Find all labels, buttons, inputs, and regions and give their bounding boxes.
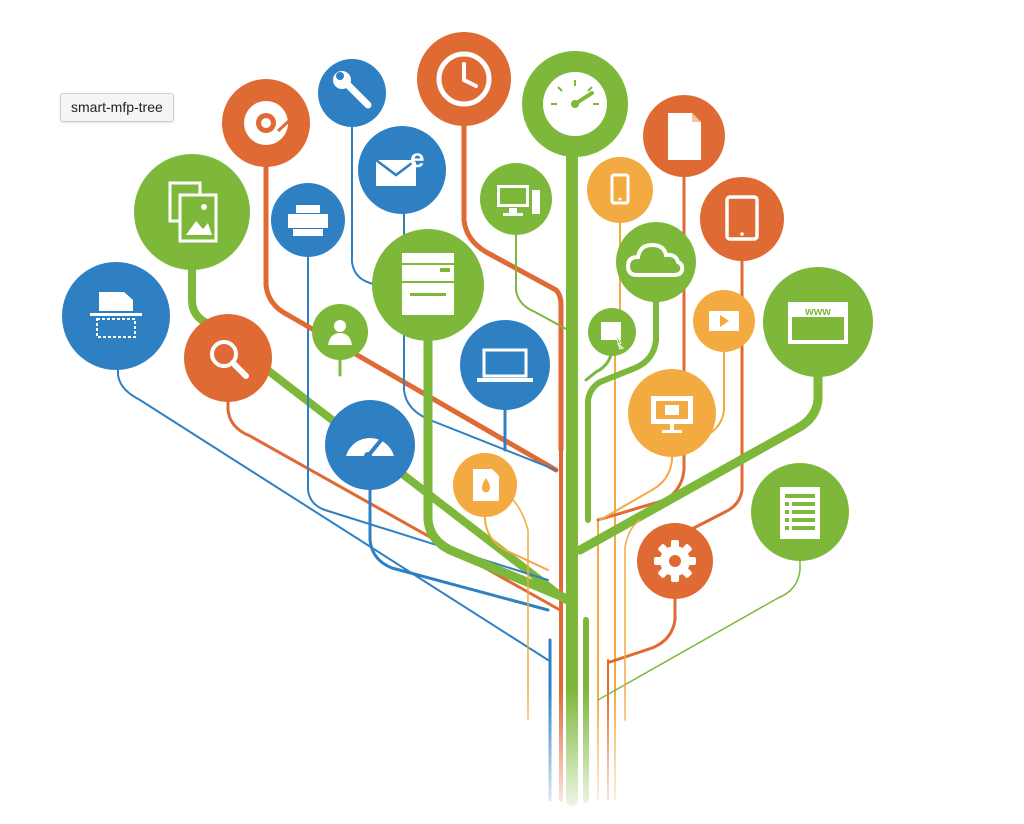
documents-images-icon bbox=[168, 181, 218, 243]
smartphone-icon bbox=[610, 173, 630, 205]
node-touch-screen bbox=[588, 308, 636, 356]
tablet-icon bbox=[725, 195, 759, 241]
node-gauge bbox=[325, 400, 415, 490]
node-laptop bbox=[460, 320, 550, 410]
node-ink-drop bbox=[453, 453, 517, 517]
branch-disc bbox=[263, 121, 559, 473]
node-cloud bbox=[616, 222, 696, 302]
node-mfp-copier bbox=[372, 229, 484, 341]
node-clock bbox=[417, 32, 511, 126]
ink-drop-icon bbox=[473, 469, 499, 501]
node-documents-images bbox=[134, 154, 250, 270]
branch-mfp bbox=[423, 280, 575, 605]
node-document bbox=[643, 95, 725, 177]
node-video bbox=[693, 290, 755, 352]
report-list-icon bbox=[780, 487, 820, 539]
tree-nodes: e bbox=[62, 32, 873, 599]
node-settings-gear bbox=[637, 523, 713, 599]
settings-gear-icon bbox=[654, 540, 696, 582]
branch-report bbox=[597, 511, 801, 701]
gauge-icon bbox=[346, 432, 394, 460]
branch-presentation bbox=[599, 413, 673, 521]
svg-text:e: e bbox=[410, 143, 424, 173]
touch-screen-icon bbox=[601, 322, 625, 350]
node-report-list bbox=[751, 463, 849, 561]
branch-wrench bbox=[351, 93, 396, 291]
monitor-icon bbox=[497, 185, 540, 216]
printer-icon bbox=[288, 205, 328, 236]
node-smartphone bbox=[587, 157, 653, 223]
branch-gear-extra bbox=[624, 519, 641, 721]
user-icon bbox=[328, 320, 352, 345]
branch-tablet bbox=[688, 218, 744, 532]
svg-text:www: www bbox=[804, 306, 831, 318]
node-printer bbox=[271, 183, 345, 257]
node-speedometer bbox=[522, 51, 628, 157]
node-presentation-display bbox=[628, 369, 716, 457]
branch-ink bbox=[484, 484, 549, 571]
presentation-display-icon bbox=[651, 396, 693, 433]
branch-search bbox=[226, 358, 562, 612]
branch-clock bbox=[461, 77, 564, 453]
branch-web bbox=[575, 315, 823, 555]
branch-monitor bbox=[515, 199, 569, 331]
node-disc bbox=[222, 79, 310, 167]
branch-cloud bbox=[585, 259, 659, 523]
node-user bbox=[312, 304, 368, 360]
clock-icon bbox=[436, 51, 492, 107]
node-wrench bbox=[318, 59, 386, 127]
node-tablet bbox=[700, 177, 784, 261]
disc-icon bbox=[244, 101, 296, 145]
node-web-browser: www bbox=[763, 267, 873, 377]
branch-scan bbox=[117, 317, 549, 661]
node-monitor bbox=[480, 163, 552, 235]
trunk-fade-overlay bbox=[500, 690, 660, 824]
branch-gear bbox=[608, 558, 677, 664]
node-email: e bbox=[358, 126, 446, 214]
node-scan-document bbox=[62, 262, 170, 370]
branch-gauge bbox=[368, 444, 550, 612]
document-icon bbox=[668, 113, 701, 160]
scan-document-icon bbox=[90, 292, 142, 338]
web-browser-icon: www bbox=[788, 302, 848, 344]
branch-printer bbox=[307, 221, 549, 581]
image-title-tooltip: smart-mfp-tree bbox=[60, 93, 174, 122]
wrench-icon bbox=[333, 71, 372, 109]
speedometer-icon bbox=[543, 72, 607, 136]
laptop-icon bbox=[477, 348, 533, 382]
mfp-copier-icon bbox=[402, 253, 454, 315]
video-play-icon bbox=[709, 311, 739, 331]
cloud-icon bbox=[625, 242, 685, 277]
email-icon: e bbox=[375, 143, 424, 186]
node-search bbox=[184, 314, 272, 402]
search-icon bbox=[210, 340, 249, 379]
